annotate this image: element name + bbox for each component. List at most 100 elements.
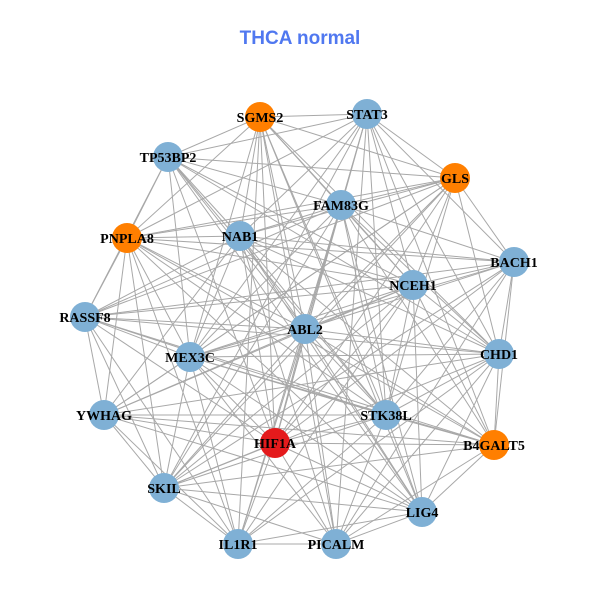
- edge-NAB1-YWHAG: [103, 235, 241, 416]
- node-hif1a[interactable]: HIF1A: [254, 428, 297, 458]
- edge-TP53BP2-FAM83G: [167, 156, 342, 206]
- edge-BACH1-HIF1A: [274, 261, 515, 444]
- node-circle: [484, 339, 514, 369]
- node-label: MEX3C: [165, 351, 215, 366]
- node-circle: [175, 342, 205, 372]
- edge-STAT3-NCEH1: [366, 113, 414, 286]
- edge-RASSF8-HIF1A: [84, 316, 276, 444]
- edge-MEX3C-LIG4: [189, 356, 423, 513]
- edge-NAB1-PICALM: [239, 235, 337, 545]
- node-abl2[interactable]: ABL2: [287, 314, 323, 344]
- edge-SGMS2-CHD1: [259, 116, 500, 355]
- edge-RASSF8-YWHAG: [84, 316, 105, 416]
- edge-FAM83G-MEX3C: [189, 204, 342, 358]
- edge-B4GALT5-LIG4: [421, 444, 495, 513]
- node-label: CHD1: [480, 348, 518, 363]
- edge-MEX3C-B4GALT5: [189, 356, 495, 446]
- node-stk38l[interactable]: STK38L: [360, 400, 412, 430]
- node-tp53bp2[interactable]: TP53BP2: [140, 142, 197, 172]
- node-circle: [260, 428, 290, 458]
- edge-LIG4-IL1R1: [237, 511, 423, 545]
- node-nab1[interactable]: NAB1: [222, 221, 259, 251]
- node-stat3[interactable]: STAT3: [346, 99, 388, 129]
- edge-STK38L-LIG4: [385, 414, 423, 513]
- edge-PNPLA8-NAB1: [126, 235, 241, 239]
- node-label: STAT3: [346, 108, 388, 123]
- edge-FAM83G-B4GALT5: [340, 204, 495, 446]
- edge-YWHAG-LIG4: [103, 414, 423, 513]
- node-label: B4GALT5: [463, 439, 525, 454]
- edge-ABL2-B4GALT5: [304, 328, 495, 446]
- edge-STAT3-GLS: [366, 113, 456, 179]
- edge-TP53BP2-CHD1: [167, 156, 500, 355]
- edge-ABL2-STK38L: [304, 328, 387, 416]
- edge-MEX3C-IL1R1: [189, 356, 239, 545]
- edge-BACH1-SKIL: [163, 261, 515, 489]
- edge-HIF1A-IL1R1: [237, 442, 276, 545]
- node-label: LIG4: [406, 506, 439, 521]
- node-circle: [70, 302, 100, 332]
- edge-YWHAG-SKIL: [103, 414, 165, 489]
- node-gls[interactable]: GLS: [440, 163, 470, 193]
- edge-SKIL-PICALM: [163, 487, 337, 545]
- edge-NAB1-LIG4: [239, 235, 423, 513]
- node-circle: [153, 142, 183, 172]
- node-lig4[interactable]: LIG4: [406, 497, 439, 527]
- node-fam83g[interactable]: FAM83G: [313, 190, 369, 220]
- node-b4galt5[interactable]: B4GALT5: [463, 430, 525, 460]
- edge-B4GALT5-PICALM: [335, 444, 495, 545]
- node-sgms2[interactable]: SGMS2: [237, 102, 284, 132]
- edge-NCEH1-HIF1A: [274, 284, 414, 444]
- node-ywhag[interactable]: YWHAG: [76, 400, 132, 430]
- node-circle: [371, 400, 401, 430]
- node-circle: [112, 223, 142, 253]
- edge-STAT3-PNPLA8: [126, 113, 368, 239]
- node-circle: [407, 497, 437, 527]
- edge-SGMS2-TP53BP2: [167, 116, 261, 158]
- node-picalm[interactable]: PICALM: [308, 529, 365, 559]
- node-chd1[interactable]: CHD1: [480, 339, 518, 369]
- edge-B4GALT5-SKIL: [163, 444, 495, 489]
- node-pnpla8[interactable]: PNPLA8: [100, 223, 154, 253]
- node-circle: [89, 400, 119, 430]
- edge-CHD1-STK38L: [385, 353, 500, 416]
- edge-FAM83G-SKIL: [163, 204, 342, 489]
- node-circle: [225, 221, 255, 251]
- node-label: SKIL: [147, 482, 180, 497]
- edge-NAB1-B4GALT5: [239, 235, 495, 446]
- edge-YWHAG-B4GALT5: [103, 414, 495, 446]
- edge-LIG4-PICALM: [335, 511, 423, 545]
- edge-HIF1A-LIG4: [274, 442, 423, 513]
- edge-NAB1-HIF1A: [239, 235, 276, 444]
- edge-RASSF8-ABL2: [84, 316, 306, 330]
- node-skil[interactable]: SKIL: [147, 473, 181, 503]
- edge-STAT3-B4GALT5: [366, 113, 495, 446]
- edge-NAB1-MEX3C: [189, 235, 241, 358]
- edge-BACH1-STK38L: [385, 261, 515, 416]
- edge-GLS-HIF1A: [274, 177, 456, 444]
- edge-STAT3-PICALM: [335, 113, 368, 545]
- node-il1r1[interactable]: IL1R1: [219, 529, 258, 559]
- node-mex3c[interactable]: MEX3C: [165, 342, 215, 372]
- node-nceh1[interactable]: NCEH1: [389, 270, 437, 300]
- edge-SKIL-LIG4: [163, 487, 423, 513]
- node-circle: [223, 529, 253, 559]
- node-label: STK38L: [360, 409, 411, 424]
- edge-GLS-BACH1: [454, 177, 515, 263]
- node-label: SGMS2: [237, 111, 284, 126]
- edge-HIF1A-SKIL: [163, 442, 276, 489]
- edge-CHD1-YWHAG: [103, 353, 500, 416]
- node-bach1[interactable]: BACH1: [490, 247, 538, 277]
- node-label: NAB1: [222, 230, 259, 245]
- edge-PNPLA8-IL1R1: [126, 237, 239, 545]
- edge-NCEH1-STK38L: [385, 284, 414, 416]
- edge-BACH1-CHD1: [498, 261, 515, 355]
- edge-STAT3-MEX3C: [189, 113, 368, 358]
- node-rassf8[interactable]: RASSF8: [59, 302, 111, 332]
- edge-NAB1-BACH1: [239, 235, 515, 263]
- edge-STK38L-PICALM: [335, 414, 387, 545]
- edge-RASSF8-STK38L: [84, 316, 387, 416]
- edge-RASSF8-MEX3C: [84, 316, 191, 358]
- node-circle: [440, 163, 470, 193]
